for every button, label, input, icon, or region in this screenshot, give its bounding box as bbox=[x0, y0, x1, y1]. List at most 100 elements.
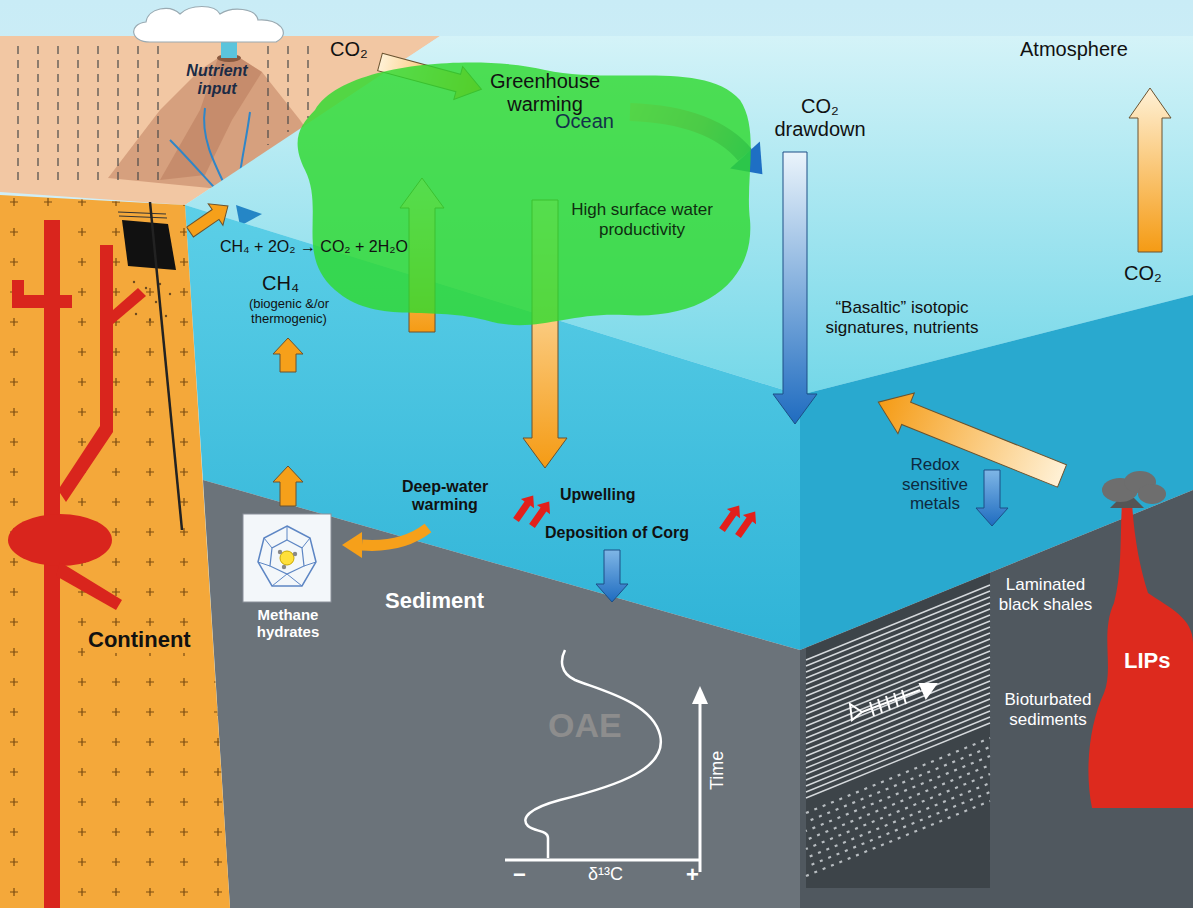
continent-shape-part-part bbox=[165, 315, 167, 317]
fish-fossil-part bbox=[886, 696, 890, 710]
drawdown-arrow-part bbox=[773, 152, 817, 424]
process-label: “Basaltic” isotopic signatures, nutrient… bbox=[822, 298, 982, 337]
continent-shape bbox=[0, 190, 232, 908]
rain-part bbox=[307, 46, 308, 118]
flux-arrows-part bbox=[1129, 88, 1171, 252]
bioturbation-part bbox=[806, 792, 990, 867]
axis-label: δ¹³C bbox=[588, 864, 623, 885]
laminations-part bbox=[806, 603, 990, 678]
text-anchor: CH₄ + 2O₂ → CO₂ + 2H₂O bbox=[220, 238, 408, 256]
lip-plume-shape-part bbox=[1138, 484, 1166, 504]
volcano-mountain-part bbox=[160, 58, 262, 180]
process-label: Greenhouse warming bbox=[470, 70, 620, 116]
isotope-chart bbox=[505, 650, 708, 872]
gas-label: CO₂ bbox=[1124, 262, 1162, 285]
continent-shape-part-part bbox=[155, 301, 157, 303]
rain-part bbox=[37, 46, 38, 180]
axis-label: Time bbox=[707, 751, 728, 790]
hydrate-cage-icon-part bbox=[258, 526, 316, 586]
hydrate-cage-icon-part bbox=[293, 552, 297, 556]
laminations-part bbox=[806, 597, 990, 672]
sediment-core bbox=[806, 573, 990, 888]
laminations-part bbox=[806, 675, 990, 750]
hydrate-cage-icon-part-part bbox=[287, 526, 288, 540]
laminations-part bbox=[806, 621, 990, 696]
lip-plume-shape-part bbox=[1088, 502, 1193, 808]
hydrate-cage-icon-part-part bbox=[272, 574, 287, 586]
reaction-equation: CH₄ + 2O₂ → CO₂ + 2H₂O bbox=[220, 238, 408, 256]
laminations-part bbox=[806, 717, 990, 792]
deep-water-arrow-part bbox=[362, 528, 428, 545]
rain-part bbox=[137, 46, 138, 180]
rain-part bbox=[97, 46, 98, 180]
upwelling-arrows-part bbox=[731, 507, 761, 541]
text-anchor: Bioturbated sediments bbox=[998, 690, 1098, 729]
hydrate-cage-icon-part-part bbox=[258, 562, 270, 566]
bioturbation-part bbox=[806, 756, 990, 831]
bioturbation bbox=[806, 738, 990, 876]
text-anchor: Deep-water warming bbox=[395, 478, 495, 515]
process-label: Redox sensitive metals bbox=[895, 455, 975, 514]
continent-block: Continent bbox=[0, 190, 232, 908]
flux-arrows-part bbox=[870, 382, 1070, 497]
node-text: LIPs bbox=[1124, 648, 1170, 673]
text-anchor: CH₄ bbox=[262, 272, 299, 295]
text-anchor: Deposition of Corg bbox=[545, 524, 689, 542]
process-label: Deposition of Corg bbox=[545, 524, 689, 542]
hydrate-cage-icon-part bbox=[278, 550, 282, 554]
burial-arrows-part bbox=[596, 550, 628, 602]
hydrate-cage-icon-part bbox=[270, 540, 304, 574]
lip-plume: LIPs bbox=[1062, 468, 1193, 808]
productivity-blob: High surface water productivity bbox=[285, 50, 755, 335]
laminations-part bbox=[806, 645, 990, 720]
text-anchor: δ¹³C bbox=[588, 864, 623, 885]
continent-shape-part bbox=[122, 220, 176, 270]
bioturbation-part bbox=[806, 801, 990, 876]
burial-arrows-part bbox=[976, 470, 1008, 526]
text-anchor: + bbox=[686, 862, 699, 887]
continent-shape-part-part bbox=[12, 280, 24, 308]
continent-shape-part-part bbox=[8, 514, 112, 566]
process-label: CO₂ drawdown bbox=[770, 95, 870, 141]
region-label: Ocean bbox=[555, 110, 614, 133]
text-anchor: Greenhouse warming bbox=[470, 70, 620, 116]
flux-arrows-part bbox=[273, 466, 303, 506]
text-anchor: (biogenic &/or thermogenic) bbox=[226, 297, 352, 327]
laminations-part bbox=[806, 687, 990, 762]
flux-arrows-part bbox=[273, 338, 303, 372]
laminations-part bbox=[806, 651, 990, 726]
continent-shape-part bbox=[0, 195, 230, 908]
process-label: Nutrient input bbox=[176, 62, 258, 99]
region-label: Sediment bbox=[385, 588, 484, 613]
continent-shape-part-part bbox=[113, 288, 146, 324]
continent-shape-part-part bbox=[149, 319, 151, 321]
laminations-part bbox=[806, 657, 990, 732]
rain-part bbox=[267, 46, 268, 145]
drawdown-arrow bbox=[773, 152, 817, 424]
facies-label: Laminated black shales bbox=[998, 575, 1093, 614]
bioturbation-part bbox=[806, 783, 990, 858]
text-anchor: Time bbox=[698, 760, 737, 781]
fish-fossil-part bbox=[878, 699, 882, 713]
continent-shape-part-part bbox=[135, 313, 137, 315]
continent-shape-part bbox=[150, 202, 182, 530]
rain-part bbox=[287, 46, 288, 132]
fish-fossil-part bbox=[902, 690, 906, 704]
laminations-part bbox=[806, 639, 990, 714]
laminations-part bbox=[806, 585, 990, 660]
hydrate-cage-icon-part bbox=[243, 514, 331, 602]
event-label: OAE bbox=[548, 706, 622, 745]
rain-part bbox=[57, 46, 58, 180]
isotope-chart-part bbox=[692, 686, 708, 704]
text-anchor: CO₂ bbox=[1124, 262, 1162, 285]
laminations-part bbox=[806, 633, 990, 708]
laminations-part bbox=[806, 699, 990, 774]
rain-part bbox=[77, 46, 78, 180]
isotope-chart-part bbox=[525, 650, 661, 858]
axis-tick: + bbox=[686, 862, 699, 887]
lip-plume-shape bbox=[1062, 468, 1193, 808]
hydrate-cage-icon-part-part bbox=[287, 574, 302, 586]
fish-fossil-part bbox=[920, 684, 936, 698]
text-anchor: CO₂ bbox=[330, 38, 368, 61]
